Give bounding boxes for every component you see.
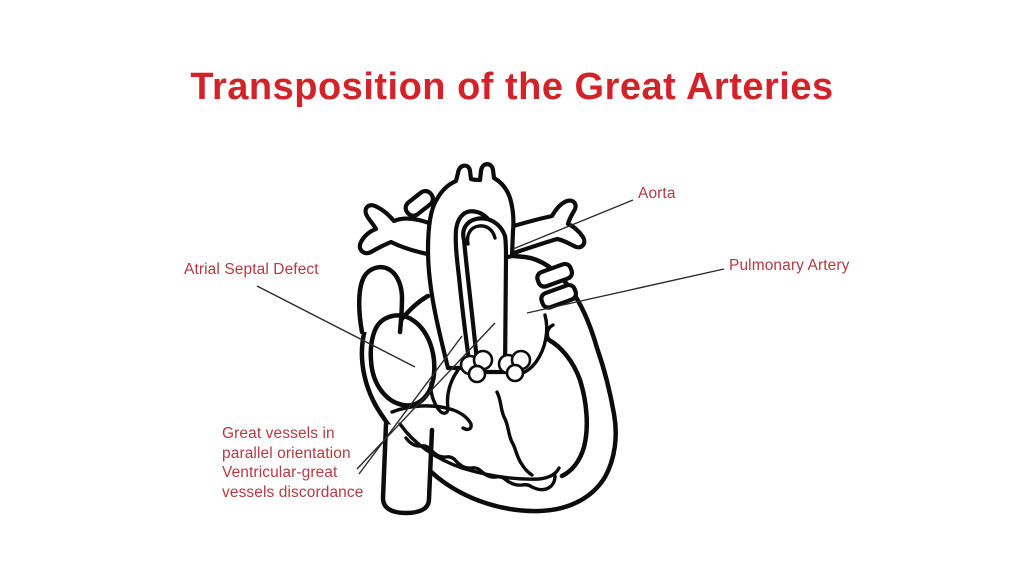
label-pulmonary-artery: Pulmonary Artery [729,257,850,274]
right-pulmonary-artery-branch [357,203,435,258]
pulmonary-vein-stub [535,261,575,289]
label-great-vessels: Great vessels in parallel orientation Ve… [222,424,382,502]
inferior-vena-cava [380,421,435,516]
label-great-vessels-line3: Ventricular-great [222,464,338,481]
valve-cusps-right [497,349,532,383]
valve-cusps-left [459,349,494,384]
page-title: Transposition of the Great Arteries [190,66,834,108]
leader-line-great-vessels-1 [356,322,496,470]
pulmonary-trunk-curl [465,224,497,246]
label-atrial-septal-defect: Atrial Septal Defect [184,261,319,278]
leader-line-aorta [512,199,634,250]
left-ventricle-wall [546,337,589,479]
leader-line-atrial-septal-defect [256,285,416,368]
arch-branch-nub [403,188,436,218]
label-aorta: Aorta [638,185,676,202]
left-pulmonary-artery-branch [497,198,587,260]
label-great-vessels-line1: Great vessels in [222,425,335,442]
aorta-vessel [425,162,516,371]
pulmonary-vein-stub [539,282,579,310]
label-great-vessels-line2: parallel orientation [222,444,351,462]
trabeculae-wavy-line [404,436,557,492]
leader-line-great-vessels-2 [358,335,463,475]
tricuspid-leaflet [429,368,460,415]
label-great-vessels-line4: vessels discordance [222,483,364,501]
leader-line-pulmonary-artery [526,268,725,314]
heart-body-outline [359,253,618,514]
atrioventricular-curve [390,404,473,432]
ventricular-septum [495,390,534,477]
pulmonary-trunk [461,216,509,375]
superior-vena-cava [357,264,405,335]
